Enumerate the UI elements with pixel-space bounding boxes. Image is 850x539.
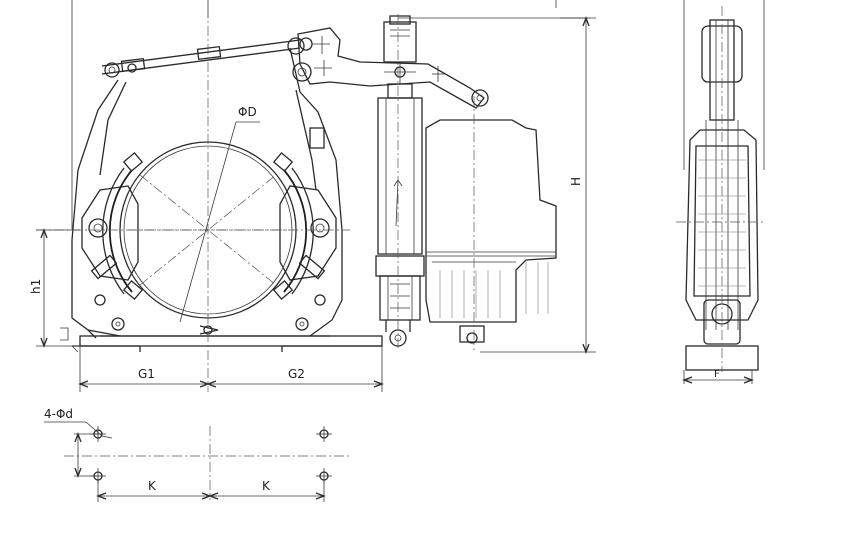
holes-label: 4-Φd [44,407,73,421]
right-shoe-bracket [279,185,337,281]
g-dimensions: G1 G2 [78,346,384,392]
g2-label: G2 [288,367,305,381]
height-dimension: H [480,16,596,354]
left-brake-arm [71,79,127,339]
lever [297,27,489,109]
diameter-label: ΦD [238,105,257,119]
h1-dimension: h1 [29,228,80,353]
right-brake-arm [289,47,343,337]
mounting-hole [316,426,332,442]
height-label: H [569,177,583,186]
tie-rod [101,36,332,82]
brake-shoes [102,151,314,301]
base-bolts [94,294,326,335]
base-plate [72,335,383,352]
g1-label: G1 [138,367,155,381]
diameter-dimension: ΦD [236,105,260,123]
front-view: ΦD H h1 [29,0,596,392]
side-view: F [676,0,766,384]
hole-layout: 4-Φd K K [44,407,350,502]
left-shoe-bracket [81,185,139,281]
k-left-label: K [148,479,157,493]
motor-housing [425,96,557,350]
k-right-label: K [262,479,271,493]
thruster-actuator [375,14,425,350]
f-label: F [714,369,720,380]
h1-label: h1 [29,279,43,294]
spring-cylinders [90,254,326,280]
